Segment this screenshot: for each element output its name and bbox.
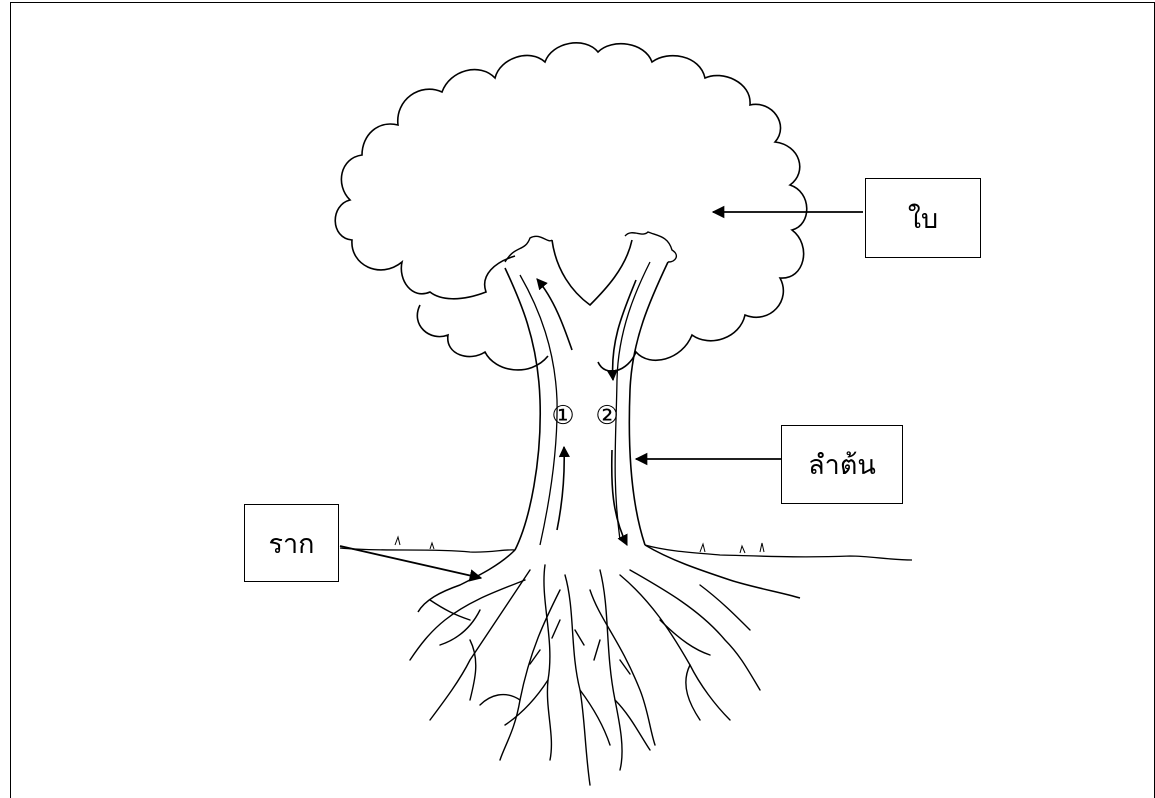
ground-line [339, 544, 913, 561]
root-system [409, 564, 761, 786]
canopy-outline [334, 42, 808, 372]
marker-two: ② [595, 401, 619, 431]
trunk-outline [504, 239, 669, 551]
label-trunk: ลำต้น [781, 425, 903, 504]
label-root: ราก [244, 504, 339, 582]
marker-one: ① [551, 401, 575, 431]
root-pointer-arrow [339, 545, 483, 582]
label-leaf: ใบ [865, 178, 981, 258]
